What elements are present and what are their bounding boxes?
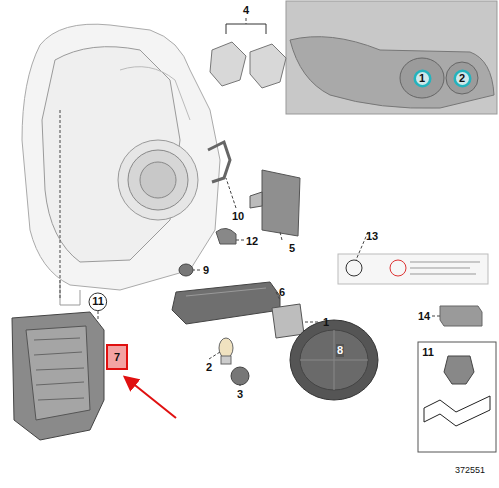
callout-number: 3	[236, 388, 244, 401]
callout-number: 2	[205, 361, 213, 374]
callout-number: 2	[459, 73, 465, 84]
inset-callout: 2	[453, 69, 472, 88]
callout-circle: 11	[88, 292, 108, 312]
highlighted-callout: 7	[106, 344, 128, 370]
callout-number: 9	[202, 264, 210, 277]
callout-number: 14	[417, 310, 431, 323]
callout-number: 6	[278, 286, 286, 299]
callout-number: 4	[242, 4, 250, 17]
callout-number: 10	[231, 210, 245, 223]
callout-number: 1	[419, 73, 425, 84]
callout-number: 8	[336, 344, 344, 357]
callout-number: 1	[322, 316, 330, 329]
inset-photo	[286, 1, 497, 114]
red-pointer	[126, 378, 176, 418]
callout-number: 13	[365, 230, 379, 243]
callout-number: 7	[114, 352, 120, 363]
callout-number: 11	[421, 346, 435, 359]
inset-callout: 1	[413, 69, 432, 88]
part-number: 372551	[454, 465, 486, 476]
callout-number: 11	[92, 296, 104, 307]
callout-number: 12	[245, 235, 259, 248]
callout-number: 5	[288, 242, 296, 255]
